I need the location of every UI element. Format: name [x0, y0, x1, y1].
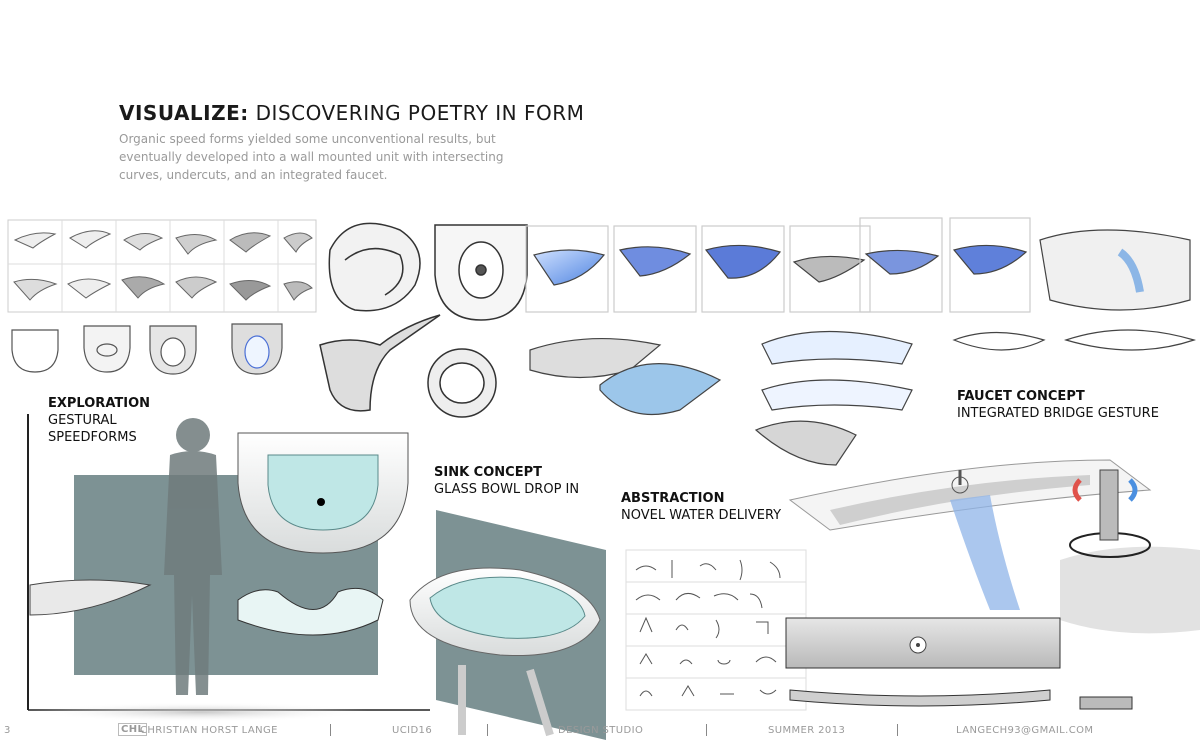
- footer: 3 CHL CHRISTIAN HORST LANGE UCID16 DESIG…: [0, 722, 1200, 741]
- faucet-render: [788, 459, 1200, 634]
- exploration-line2: SPEEDFORMS: [48, 430, 137, 445]
- exploration-render: [27, 414, 430, 722]
- sink-line1: GLASS BOWL DROP IN: [434, 482, 580, 497]
- abstraction-heading: ABSTRACTION: [621, 491, 725, 506]
- title-bold: VISUALIZE:: [119, 101, 249, 125]
- title-rest: DISCOVERING POETRY IN FORM: [248, 101, 585, 125]
- human-silhouette: [164, 418, 222, 695]
- page-title: VISUALIZE: DISCOVERING POETRY IN FORM: [119, 101, 584, 125]
- basin-thumbnails: [11, 323, 283, 375]
- email-link[interactable]: LANGECH93@GMAIL.COM: [956, 725, 1094, 736]
- faucet-line1: INTEGRATED BRIDGE GESTURE: [957, 406, 1159, 421]
- author-name: CHRISTIAN HORST LANGE: [140, 725, 278, 736]
- footer-separator: [706, 724, 707, 736]
- center-sketches: [319, 222, 528, 418]
- term: SUMMER 2013: [768, 725, 846, 736]
- sink-concept-label: SINK CONCEPT GLASS BOWL DROP IN: [434, 464, 579, 498]
- exploration-heading: EXPLORATION: [48, 396, 151, 411]
- abstraction-grid: [625, 549, 807, 711]
- sink-render: [409, 510, 606, 740]
- abstraction-label: ABSTRACTION NOVEL WATER DELIVERY: [621, 490, 781, 524]
- footer-separator: [330, 724, 331, 736]
- mid-sketches: [529, 329, 1197, 466]
- studio-name: DESIGN STUDIO: [558, 725, 644, 736]
- logo-mark: CHL: [118, 723, 148, 736]
- course-code: UCID16: [392, 725, 433, 736]
- faucet-concept-label: FAUCET CONCEPT INTEGRATED BRIDGE GESTURE: [957, 388, 1159, 422]
- elevation-drawings: [785, 617, 1133, 710]
- faucet-heading: FAUCET CONCEPT: [957, 389, 1085, 404]
- exploration-line1: GESTURAL: [48, 413, 117, 428]
- blue-sketches: [525, 217, 1191, 313]
- thumbnail-grid-1: [7, 219, 317, 313]
- footer-separator: [487, 724, 488, 736]
- sink-heading: SINK CONCEPT: [434, 465, 542, 480]
- page-description: Organic speed forms yielded some unconve…: [119, 132, 504, 182]
- exploration-label: EXPLORATION GESTURAL SPEEDFORMS: [48, 395, 150, 446]
- footer-separator: [897, 724, 898, 736]
- abstraction-line1: NOVEL WATER DELIVERY: [621, 508, 782, 523]
- page-number: 3: [4, 725, 11, 736]
